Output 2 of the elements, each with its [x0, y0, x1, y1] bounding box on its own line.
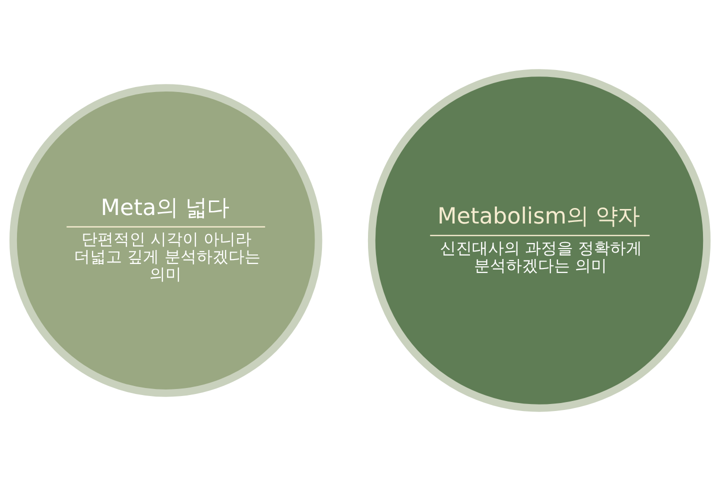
node-circle: Meta의 넓다 단편적인 시각이 아니라 더넓고 깊게 분석하겠다는 의미: [9, 84, 322, 396]
node-circle: Metabolism의 약자 신진대사의 과정을 정확하게 분석하겠다는 의미: [368, 68, 711, 412]
